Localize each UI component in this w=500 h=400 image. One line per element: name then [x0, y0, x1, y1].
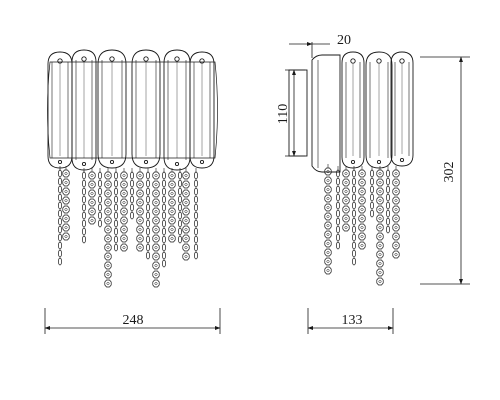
- crystal-strand: [178, 168, 182, 244]
- crystal-strand: [104, 168, 112, 288]
- overall-height-dimension: [420, 56, 470, 285]
- depth-dimension: [307, 308, 394, 334]
- crystal-strand: [152, 168, 160, 288]
- crystal-strand: [114, 168, 118, 252]
- crystal-strand: [194, 168, 198, 260]
- overall-height-label: 302: [442, 162, 457, 183]
- crystal-strand: [82, 168, 86, 244]
- crystal-strand: [358, 166, 366, 250]
- front-crystal-bars: [47, 49, 215, 171]
- crystal-bar: [97, 49, 127, 169]
- crystal-strand: [88, 168, 96, 225]
- side-crystal-bars: [341, 51, 414, 169]
- crystal-strand: [352, 166, 356, 266]
- crystal-bar: [47, 51, 73, 169]
- crystal-strand: [370, 166, 374, 218]
- front-backplate: [47, 61, 218, 159]
- side-crystal-strands: [324, 164, 400, 286]
- crystal-strand: [168, 168, 176, 243]
- backplate-height-dimension: [285, 69, 305, 157]
- crystal-bar: [189, 51, 215, 169]
- crystal-strand: [62, 166, 70, 241]
- crystal-bar: [390, 51, 414, 167]
- front-view: [47, 49, 218, 288]
- crystal-strand: [120, 168, 128, 252]
- crystal-bar: [163, 49, 191, 171]
- side-wall-plate: [288, 69, 308, 157]
- crystal-bar: [365, 51, 393, 169]
- crystal-strand: [392, 166, 400, 259]
- crystal-strand: [146, 168, 150, 260]
- width-dimension: [44, 308, 221, 334]
- crystal-bar: [131, 49, 161, 169]
- crystal-strand: [136, 168, 144, 252]
- crystal-strand: [376, 166, 384, 286]
- crystal-strand: [386, 166, 390, 234]
- side-backplate: [311, 54, 341, 173]
- crystal-strand: [130, 168, 134, 220]
- backplate-height-label: 110: [276, 104, 291, 124]
- depth-dimension-label: 133: [342, 313, 363, 328]
- crystal-strand: [336, 166, 340, 250]
- crystal-bar: [341, 51, 365, 169]
- front-crystal-strands: [58, 166, 198, 288]
- crystal-strand: [58, 166, 62, 266]
- crystal-strand: [182, 168, 190, 261]
- width-dimension-label: 248: [123, 313, 144, 328]
- side-view: [288, 51, 414, 286]
- crystal-strand: [162, 168, 166, 268]
- crystal-strand: [342, 166, 350, 232]
- crystal-strand: [324, 164, 332, 275]
- backplate-depth-dimension: [289, 42, 330, 58]
- backplate-depth-label: 20: [337, 33, 351, 48]
- crystal-strand: [98, 168, 102, 228]
- crystal-bar: [71, 49, 97, 171]
